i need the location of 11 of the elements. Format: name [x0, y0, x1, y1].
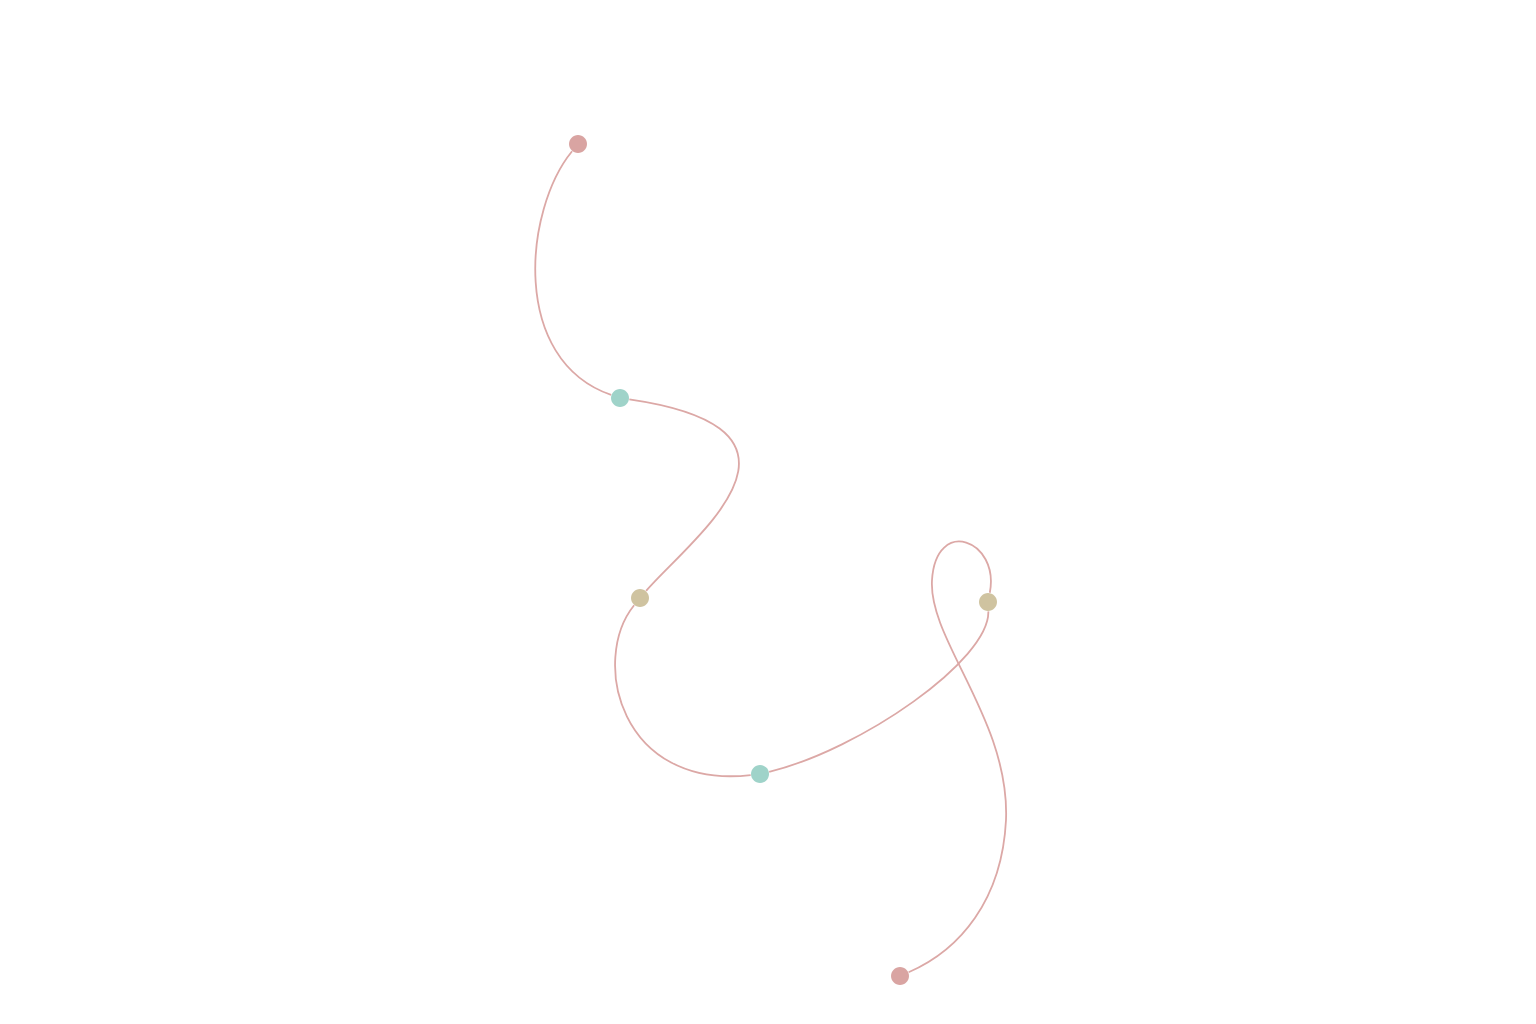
curve [614, 604, 752, 777]
dot [751, 765, 769, 783]
dot [979, 593, 997, 611]
curve [907, 540, 1007, 974]
curve [768, 610, 990, 773]
dot [569, 135, 587, 153]
curve [534, 150, 613, 396]
dot [631, 589, 649, 607]
curve [628, 398, 740, 592]
dot [891, 967, 909, 985]
dot [611, 389, 629, 407]
